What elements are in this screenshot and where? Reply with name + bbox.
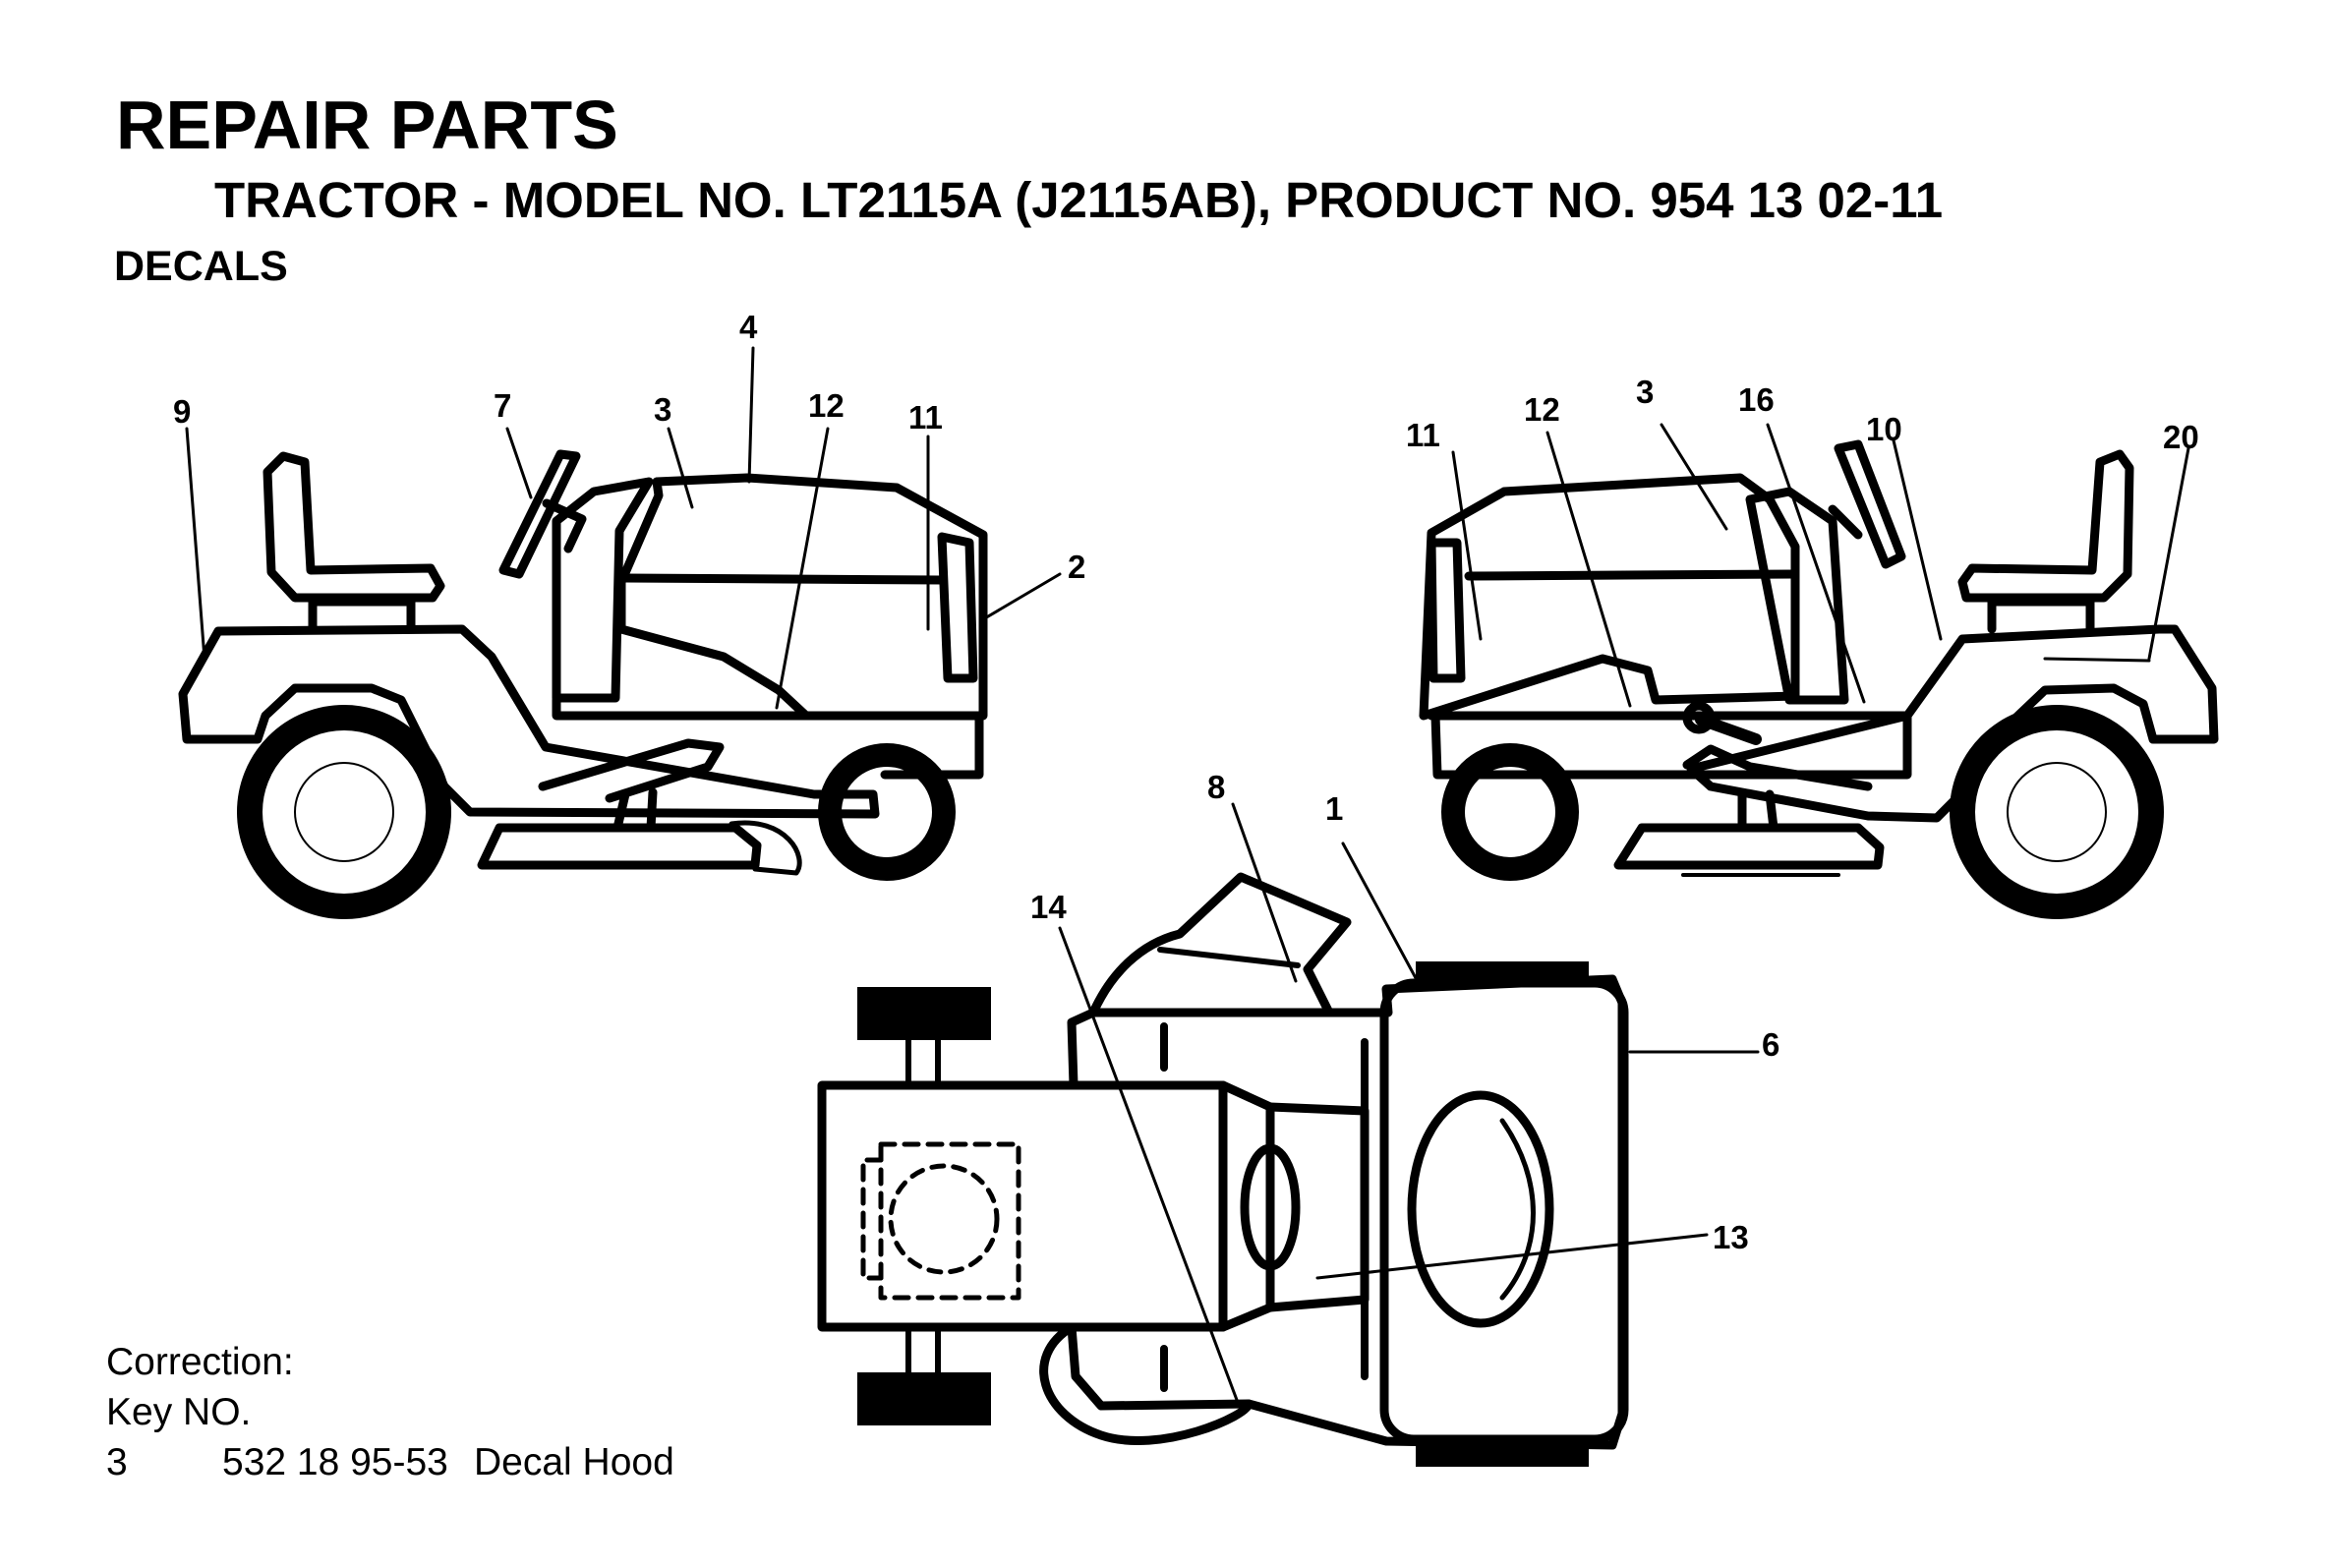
correction-row: 3 532 18 95-53 Decal Hood — [106, 1437, 674, 1487]
seat-outline-right — [1957, 449, 2134, 603]
tractor-right-side-view — [1419, 423, 2219, 919]
frame-right — [1427, 711, 1912, 780]
rear-wheel-inner — [294, 762, 394, 862]
hood-outline-right — [1419, 473, 1800, 721]
hood-grille-right — [1427, 538, 1466, 683]
hood-top — [1379, 978, 1629, 1444]
frame — [552, 695, 984, 780]
seat-outline — [262, 451, 445, 603]
front-right-tire — [1416, 1445, 1589, 1467]
hood-crease-right — [1464, 569, 1800, 581]
rear-left-tire — [857, 987, 991, 1040]
hood-grille — [937, 532, 978, 683]
mower-deck — [477, 823, 762, 870]
correction-key: 3 — [106, 1441, 128, 1483]
callout-left-3: 3 — [654, 391, 671, 428]
deck-chute — [729, 820, 802, 876]
discharge-chute — [1088, 872, 1352, 1017]
correction-part-number: 532 18 95-53 — [222, 1441, 448, 1483]
steering-wheel-top — [1240, 1143, 1301, 1271]
page-subtitle: TRACTOR - MODEL NO. LT2115A (J2115AB), P… — [214, 172, 1944, 228]
deck-hanger — [612, 787, 658, 833]
side-rail — [1039, 1322, 1253, 1445]
steering-column — [542, 498, 587, 553]
rear-axle-right — [905, 1324, 941, 1375]
mower-deck-right — [1613, 823, 1885, 870]
deck-hanger-right — [1737, 789, 1778, 833]
seat-mount — [888, 1163, 1000, 1275]
callout-top-1: 1 — [1325, 790, 1343, 827]
rear-axle-left — [905, 1037, 941, 1088]
steering-column-right — [1828, 504, 1863, 540]
front-wheel-outer-right — [1441, 743, 1579, 881]
callout-top-13: 13 — [1713, 1219, 1749, 1255]
correction-note: Correction: Key NO. 3 532 18 95-53 Decal H… — [106, 1337, 674, 1487]
footrest-right — [1682, 744, 1873, 791]
seat-plate-tab — [860, 1157, 884, 1281]
tractor-left-side-view — [178, 346, 1062, 919]
callout-left-9: 9 — [173, 393, 191, 430]
hood-crease — [616, 573, 947, 585]
top-view-leaders — [1058, 802, 1760, 1402]
callout-left-11: 11 — [908, 399, 943, 436]
rear-wheel-outer — [237, 705, 451, 919]
dash-top — [1218, 1080, 1275, 1332]
callout-right-10: 10 — [1866, 411, 1902, 447]
correction-column-label: Key NO. — [106, 1391, 252, 1433]
tractor-top-view — [817, 802, 1760, 1467]
rear-fender-outline-right — [1686, 624, 2219, 823]
steering-wheel — [498, 449, 581, 579]
hood-vent — [1407, 1090, 1554, 1328]
callout-top-6: 6 — [1762, 1026, 1779, 1063]
page-title: REPAIR PARTS — [116, 87, 618, 163]
callout-right-16: 16 — [1738, 381, 1775, 418]
callout-left-2: 2 — [1068, 549, 1085, 585]
callout-labels: 9 7 3 4 12 11 2 11 12 3 16 10 20 8 1 14 … — [173, 309, 2199, 1255]
seat-support — [308, 597, 416, 634]
callout-left-7: 7 — [494, 387, 511, 424]
front-wheel-outer — [818, 743, 956, 881]
section-heading: DECALS — [114, 243, 288, 290]
seat-plate — [878, 1141, 1021, 1301]
callout-right-12: 12 — [1524, 391, 1560, 428]
left-view-leaders — [185, 346, 1062, 710]
footrest — [538, 738, 725, 803]
dash-body-right — [1745, 487, 1849, 705]
shift-knob — [1682, 701, 1716, 734]
rear-wheel-outer-right — [1950, 705, 2164, 919]
rear-wheel-inner-right — [2007, 762, 2107, 862]
callout-left-4: 4 — [739, 309, 758, 345]
seat-support-right — [1987, 597, 2095, 634]
callout-left-12: 12 — [808, 387, 845, 424]
callout-right-3: 3 — [1636, 374, 1654, 410]
correction-heading: Correction: — [106, 1341, 294, 1383]
correction-description: Decal Hood — [474, 1441, 674, 1483]
callout-right-11: 11 — [1406, 417, 1440, 453]
rear-fender-outline — [178, 624, 880, 819]
chute-crease — [1157, 947, 1301, 968]
fender-top — [1067, 974, 1627, 1450]
callout-top-14: 14 — [1030, 889, 1067, 925]
hood-vent-rib — [1499, 1118, 1536, 1301]
rear-right-tire — [857, 1372, 991, 1425]
dash-body — [552, 477, 654, 703]
steering-wheel-right — [1834, 439, 1906, 569]
hood-outline — [616, 473, 988, 721]
right-view-leaders — [1451, 423, 2190, 708]
callout-top-8: 8 — [1207, 769, 1225, 805]
callout-right-20: 20 — [2163, 419, 2199, 455]
